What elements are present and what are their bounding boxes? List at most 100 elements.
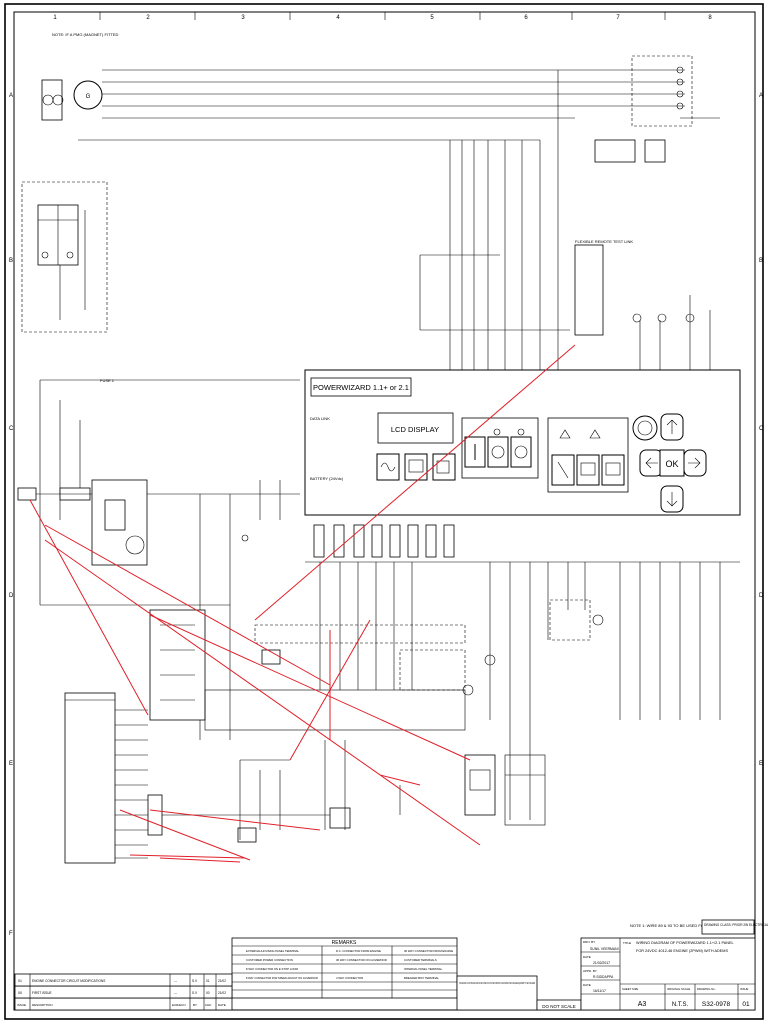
col-3: 3: [241, 15, 245, 21]
auto-icon: [491, 445, 505, 459]
panel-outline: [304, 369, 741, 516]
col-1: 1: [53, 15, 57, 21]
drawing-frame: [13, 11, 756, 1011]
rev-header-chk: CHK: [205, 1003, 211, 1007]
row-d: D: [9, 593, 14, 599]
rev-row1-description: ENGINE CONNECTOR CIRCUIT MODIFICATIONS: [32, 979, 105, 983]
appd-by: R.SIDDAPPA: [593, 975, 614, 979]
drawing-no: S32-0978: [702, 1001, 731, 1008]
power-knob[interactable]: [632, 415, 658, 441]
auto-led-icon: [517, 428, 525, 436]
shutdown-led-icon: [589, 429, 601, 439]
pmg-note: NOTE: IF A PMG (MAGNET) FITTED: [52, 32, 119, 37]
signal-lines: FLEXIBLE REMOTE TEST LINK: [419, 70, 711, 370]
rev-header-description: DESCRIPTION: [32, 1003, 53, 1007]
row-e: E: [9, 761, 13, 767]
rev-row1-chk: 01: [206, 979, 210, 983]
lcd-display-label: LCD DISPLAY: [391, 425, 439, 434]
drawn-by: SUNIL VEERMANI: [590, 947, 619, 951]
rev-row2-issue: 00: [18, 991, 22, 995]
col-6: 6: [524, 15, 528, 21]
rev-header-by: BY: [193, 1003, 197, 1007]
appd-date-label: DATE: [583, 983, 591, 987]
remark-8: 36 WAY CONNECTOR FROM ENGINE: [404, 949, 453, 953]
col-2: 2: [146, 15, 150, 21]
arrow-left-icon: [645, 457, 658, 469]
generator-section: G: [41, 55, 720, 163]
row-b: B: [9, 258, 13, 264]
drawing-title-line1: WIRING DIAGRAM OF POWERWIZARD 1.1+/2.1 P…: [636, 941, 734, 945]
issue: 01: [742, 1001, 750, 1008]
rev-row2-date: 21/02: [218, 991, 226, 995]
ok-button[interactable]: [659, 449, 685, 477]
warning-led-icon: [559, 429, 571, 439]
drawing-title-line2: FOR 24VDC 4012-46 ENGINE (2PWM) WITH ADE…: [636, 949, 728, 953]
arrow-down-icon: [666, 492, 678, 507]
do-not-scale: DO NOT SCALE: [542, 1004, 575, 1009]
drawn-date: 21/02/2017: [593, 961, 610, 965]
row-a-right: A: [759, 93, 763, 99]
remote-test-link-note: FLEXIBLE REMOTE TEST LINK: [575, 239, 633, 244]
rev-row1-date: 21/02: [218, 979, 226, 983]
rev-row1-ecr: ---: [174, 979, 177, 983]
run-button[interactable]: [510, 436, 532, 468]
rev-row2-ecr: ---: [174, 991, 177, 995]
remark-6: 36 WAY CONNECTOR ON GOVERNOR: [336, 958, 387, 962]
adems-connector: [64, 692, 351, 864]
rev-row2-by: S.V: [192, 991, 198, 995]
run-icon: [514, 445, 528, 459]
row-b-right: B: [759, 258, 763, 264]
rev-header-date: DATE: [218, 1003, 226, 1007]
rev-row1-by: S.V: [192, 979, 198, 983]
reset-button[interactable]: [601, 454, 625, 486]
terminal-strip: [305, 524, 740, 820]
grid-markers: 1 2 3 4 5 6 7 8 A B C D E F A B C D E: [9, 12, 764, 937]
remarks-heading: REMARKS: [332, 940, 357, 946]
revision-table: 01 ENGINE CONNECTOR CIRCUIT MODIFICATION…: [14, 973, 233, 1011]
rev-row2-description: FIRST ISSUE: [32, 991, 52, 995]
rev-row1-issue: 01: [18, 979, 22, 983]
date-label: DATE: [583, 955, 591, 959]
remark-5: D.C. CONNECTOR FROM ENGINE: [336, 949, 381, 953]
relay-block: [149, 609, 466, 731]
red-overlay-lines: [29, 344, 576, 863]
reset-icon: [605, 462, 621, 476]
powerwizard-panel: POWERWIZARD 1.1+ or 2.1 LCD DISPLAY: [304, 369, 741, 516]
settings-icon: [436, 460, 450, 474]
coolant-section: [239, 599, 604, 840]
auto-button[interactable]: [487, 436, 509, 468]
panel-title: POWERWIZARD 1.1+ or 2.1: [313, 383, 409, 392]
engine-button[interactable]: [404, 453, 428, 481]
arrow-up-icon: [666, 419, 678, 434]
waveform-icon: [380, 462, 396, 472]
copyright-notice: THIS DRAWING IS COPYRIGHTED AND MAY BE C…: [459, 981, 535, 985]
remark-2: CUSTOMER POWER CONNECTION: [246, 958, 293, 962]
event-log-button[interactable]: [576, 454, 600, 486]
row-a: A: [9, 93, 13, 99]
appd-date: 16/11/17: [593, 989, 606, 993]
battery-label: BATTERY (24Vdc): [310, 476, 344, 481]
sheet-border: [4, 3, 764, 1020]
appd-by-label: APPD. BY: [583, 969, 597, 973]
row-c-right: C: [759, 426, 764, 432]
svg-text:G: G: [86, 94, 91, 100]
sheet-size-label: SHEET SIZE: [622, 987, 638, 991]
col-8: 8: [708, 15, 712, 21]
title-label: TITLE: [623, 941, 631, 945]
data-link-label: DATA LINK: [310, 416, 330, 421]
lcd-display: [377, 412, 454, 444]
rev-row2-chk: 00: [206, 991, 210, 995]
title-block: THIS DRAWING IS COPYRIGHTED AND MAY BE C…: [456, 937, 756, 1011]
sheet-size: A3: [638, 1001, 647, 1008]
adems-wire-note: NOTE 1: WIRE 89 & 93 TO BE USED FOR ADEM…: [630, 923, 722, 928]
drawing-class-note: DRAWING CLASS: PRIOR 2W ELECTRICAL: ADEM…: [704, 923, 768, 927]
event-log-icon: [580, 462, 596, 476]
row-e-right: E: [759, 761, 763, 767]
col-4: 4: [336, 15, 340, 21]
left-wiring: FUSE 1 DATA LINK BATTERY (24Vdc): [17, 378, 344, 740]
stop-led-icon: [493, 428, 501, 436]
remark-3: 8 WAY CONNECTOR ON E STOP LOOM: [246, 967, 299, 971]
remark-4: 8 WAY CONNECTOR FOR SPEED ADJUST ON GOVE…: [246, 976, 318, 980]
scale: N.T.S.: [672, 1002, 689, 1008]
